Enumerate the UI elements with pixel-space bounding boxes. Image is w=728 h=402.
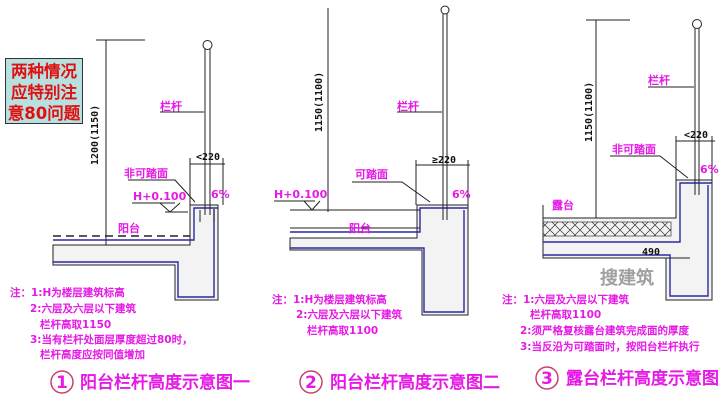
note-line: 2:六层及六层以下建筑 <box>296 308 403 321</box>
note-box-line: 两种情况 <box>11 62 77 81</box>
diagram-caption: 阳台栏杆高度示意图一 <box>80 372 250 393</box>
depth-dim-label: 490 <box>642 247 660 258</box>
diagram-number: 3 <box>541 369 553 389</box>
notes: 注：1:H为楼层建筑标高 2:六层及六层以下建筑 栏杆高取1100 <box>272 293 403 337</box>
diagram-caption: 阳台栏杆高度示意图二 <box>330 372 500 393</box>
note-line: 栏杆高取1150 <box>40 318 111 331</box>
area-label: 阳台 <box>118 221 140 235</box>
width-dim-label: ≥220 <box>432 155 456 166</box>
height-dim-label: 1150(1100) <box>314 72 325 132</box>
warning-note-box: 两种情况 应特别注 意80问题 <box>5 58 83 124</box>
railing-label: 栏杆 <box>648 73 670 87</box>
railing-label: 栏杆 <box>397 99 419 113</box>
note-line: 注：1:六层及六层以下建筑 <box>502 293 630 306</box>
surface-label: 非可踏面 <box>124 166 168 180</box>
slope-label: 6% <box>211 188 230 201</box>
height-dimension: 1200(1150) <box>90 39 145 246</box>
diagram-number: 1 <box>56 373 68 393</box>
diagram-number: 2 <box>305 373 317 393</box>
area-label: 阳台 <box>349 221 371 235</box>
note-box-line: 意80问题 <box>7 104 81 123</box>
elevation-label: H+0.100 <box>133 190 187 203</box>
height-dim-label: 1150(1100) <box>584 82 595 142</box>
diagram-2: 1150(1100) 栏杆 ≥220 可踏面 H+0.100 6% 阳台 注：1… <box>272 5 500 394</box>
notes: 注：1:六层及六层以下建筑 栏杆高取1100 2:须严格复核露台建筑完成面的厚度… <box>502 293 700 353</box>
note-box-line: 应特别注 <box>11 83 77 102</box>
note-line: 2:须严格复核露台建筑完成面的厚度 <box>520 324 690 337</box>
notes: 注：1:H为楼层建筑标高 2:六层及六层以下建筑 栏杆高取1150 3:当有栏杆… <box>10 286 193 361</box>
note-line: 2:六层及六层以下建筑 <box>30 302 137 315</box>
slope-label: 6% <box>700 163 719 176</box>
note-line: 3:当反沿为可踏面时，按阳台栏杆执行 <box>520 340 700 353</box>
height-dim-label: 1200(1150) <box>90 105 101 165</box>
area-label: 露台 <box>552 198 574 212</box>
number-circle <box>50 370 74 394</box>
railing-label: 栏杆 <box>160 99 182 113</box>
note-line: 栏杆高取1100 <box>307 324 378 337</box>
width-dim-label: <220 <box>196 152 220 163</box>
slope-label: 6% <box>452 188 471 201</box>
number-circle <box>299 370 323 394</box>
surface-label: 可踏面 <box>355 167 388 181</box>
width-dim-label: <220 <box>684 130 708 141</box>
diagram-3: 1150(1100) 栏杆 <220 非可踏面 6% 露台 490 注：1:六层… <box>502 19 719 390</box>
diagram-caption: 露台栏杆高度示意图 <box>566 368 719 389</box>
diagram-1: 1200(1150) 栏杆 <220 非可踏面 H+0.100 6% 阳台 注：… <box>10 39 250 394</box>
surface-label: 非可踏面 <box>612 142 656 156</box>
note-line: 栏杆高取1100 <box>530 308 601 321</box>
note-line: 3:当有栏杆处面层厚度超过80时， <box>30 333 193 346</box>
watermark: 搜建筑 <box>600 268 654 289</box>
railing <box>199 40 215 222</box>
note-line: 注：1:H为楼层建筑标高 <box>272 293 387 306</box>
structure <box>52 204 219 301</box>
note-line: 栏杆高度应按同值增加 <box>40 348 145 361</box>
note-line: 注：1:H为楼层建筑标高 <box>10 286 125 299</box>
elevation-label: H+0.100 <box>274 188 328 201</box>
number-circle <box>535 366 559 390</box>
